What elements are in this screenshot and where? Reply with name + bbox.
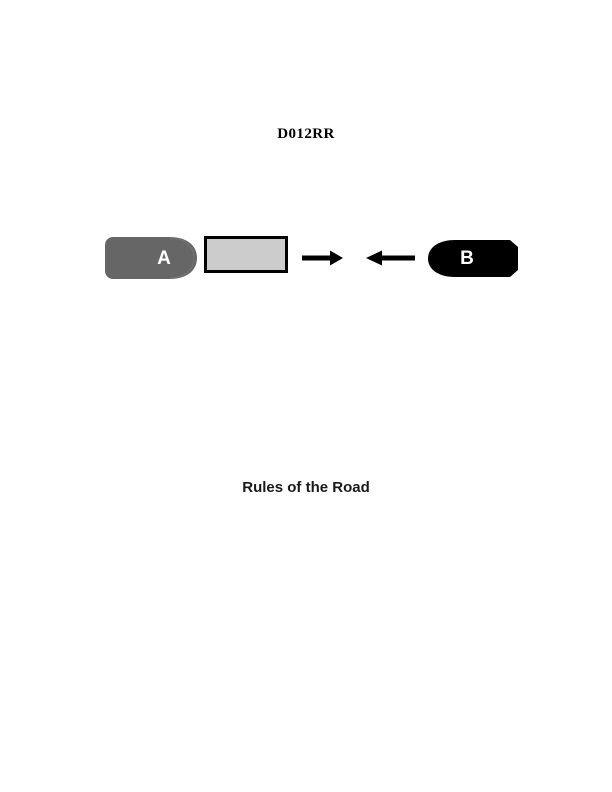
page-title: D012RR [277, 126, 335, 142]
vehicle-a-group[interactable]: A [105, 237, 197, 279]
arrow-b-direction-group [366, 250, 415, 266]
arrow-b-head-icon [366, 250, 382, 266]
vehicle-a-nose-seam [169, 237, 195, 279]
arrow-a-direction-group [302, 250, 343, 266]
trailer-a-group[interactable] [204, 236, 288, 273]
diagram-caption: Rules of the Road [242, 479, 370, 496]
arrow-a-head-icon [330, 250, 343, 266]
vehicle-a-body [105, 237, 197, 279]
vehicle-b-label: B [460, 248, 474, 269]
vehicle-b-group[interactable]: B [428, 240, 518, 277]
trailer-a-box [204, 236, 288, 273]
vehicle-a-label: A [157, 248, 171, 269]
vehicle-b-body [428, 240, 518, 277]
